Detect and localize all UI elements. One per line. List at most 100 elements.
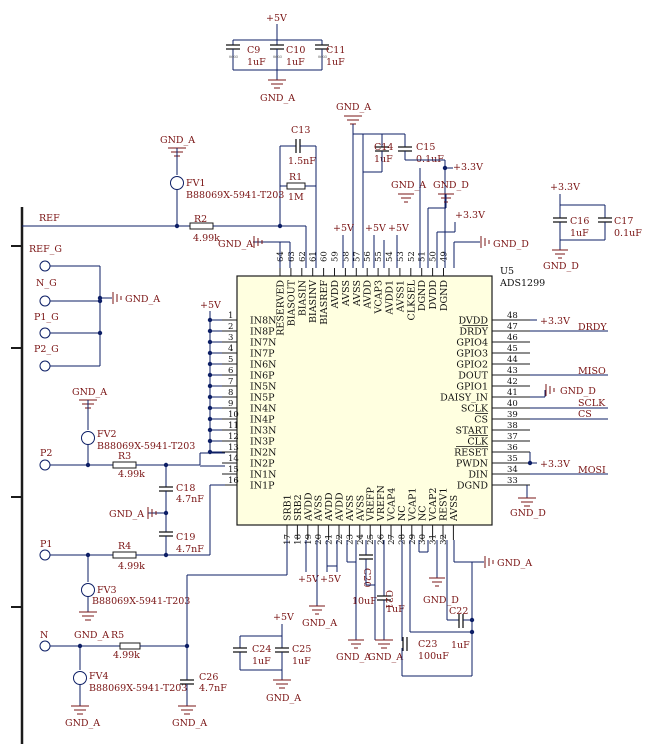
pin-srb1-bottom-name: SRB1 [283,494,294,521]
pin-54-number: 54 [385,251,395,262]
junction-dot [207,361,213,367]
pin-13-name: IN2N [250,448,276,459]
pin-51-number: 51 [418,251,428,262]
gnd-a-label-c24: GND_A [266,693,301,704]
unused-inputs-tied-5v: +5V [200,300,222,455]
pin-55-name: VCAP3 [374,280,385,314]
p1-terminal [39,549,51,561]
c17-ref: C17 [614,216,633,227]
p5v-label-pin56: +5V [365,223,386,234]
c17-value: 0.1uF [614,228,642,239]
cs-label: CS [578,409,592,420]
n-terminal [39,640,51,652]
p5v-label-left: +5V [200,300,221,311]
gnd-d-label-pin49: GND_D [493,239,529,250]
pin-15-name: IN1N [250,470,276,481]
p1-label: P1 [40,539,52,550]
c10-pkg: 0603 [273,55,282,59]
pin-53-number: 53 [396,251,406,262]
r3-ref: R3 [118,451,131,462]
c10-ref: C10 [286,45,305,56]
c23-value: 100uF [418,651,449,662]
pin-24-number: 24 [356,534,366,545]
c23-ref: C23 [418,639,437,650]
junction-dot [207,317,213,323]
pin-45-name: GPIO3 [456,349,488,360]
pin-avdd-bottom-name: AVDD [335,492,346,522]
pin-54-name: AVDD1 [385,280,396,316]
p5v-label-pin59: +5V [333,223,354,234]
p2-label: P2 [40,448,52,459]
pin-14-name: IN2P [250,459,275,470]
pin-avss-bottom-name: AVSS [449,495,460,522]
ic-bottom-pins: 17SRB118SRB219AVDD20AVSS21AVDD22AVDD23AV… [283,485,460,545]
pin-37-name: CLK [467,437,489,448]
pin-33-number: 33 [507,476,518,486]
pin-58-number: 58 [341,251,351,262]
pin-50-name: DVDD [428,280,439,310]
pin-avss-bottom-name: AVSS [345,495,356,522]
pin-37-number: 37 [507,432,518,442]
c13-ref: C13 [291,125,310,136]
pin-46-name: GPIO4 [456,338,488,349]
fv4-part: B88069X-5941-T203 [89,683,187,694]
junction-dot [207,339,213,345]
ic-right-pins: 48DVDD47DRDY46GPIO445GPIO344GPIO243DOUT4… [440,311,530,492]
gnd-a-label-fv2: GND_A [72,387,107,398]
r4-ref: R4 [118,541,131,552]
right-side-nets: +3.3V DRDY MISO GND_D SCLK CS +3.3V MOSI… [510,316,608,519]
pin-4-number: 4 [228,344,233,354]
pin-1-number: 1 [228,311,233,321]
pin-38-number: 38 [507,421,518,431]
gnd-a-label-pin52: GND_A [391,180,426,191]
pin-vcap2-bottom-name: VCAP2 [428,488,439,522]
c26-value: 4.7nF [199,683,227,694]
pin-44-number: 44 [507,355,518,365]
r5-value: 4.99k [113,650,140,661]
pin-27-number: 27 [387,534,397,545]
pin-avdd-bottom-name: AVDD [324,492,335,522]
pin-vcap4-bottom-name: VCAP4 [387,488,398,522]
pin-40-name: SCLK [461,404,489,415]
pin-34-number: 34 [507,465,518,475]
gnd-a-label-pin64: GND_A [218,239,253,250]
pin-63-number: 63 [287,251,297,262]
pin-4-name: IN7P [250,349,275,360]
pin-56-number: 56 [363,251,373,262]
pin-36-number: 36 [507,443,518,453]
pin-6-name: IN6P [250,371,275,382]
pin-nc-bottom-name: NC [397,505,408,521]
p2-g-label: P2_G [34,344,59,355]
c11-ref: C11 [326,45,345,56]
drdy-label: DRDY [578,322,607,333]
pin-32-number: 32 [439,534,449,545]
pin-19-number: 19 [304,534,314,545]
pin-38-name: START [455,426,488,437]
pin-44-name: GPIO2 [456,360,488,371]
pin-34-name: DIN [468,470,488,481]
pin-22-number: 22 [335,534,345,545]
c19-ref: C19 [176,532,195,543]
gnd-a-label-c26: GND_A [172,718,207,729]
p33v-label-pin50: +3.3V [455,210,485,221]
pin-36-name: RESET [454,448,489,459]
pin-55-number: 55 [374,251,384,262]
p2-input-network: GND_A FV2 B88069X-5941-T203 P2 R3 4.99k … [39,387,225,555]
pin-16-name: IN1P [250,481,275,492]
ic-u5-body [236,275,493,526]
pin-63-name: BIASOUT [286,279,297,326]
pin-57-number: 57 [352,251,362,262]
c11-value: 1uF [326,57,345,68]
sclk-label: SCLK [578,398,606,409]
pin-51-name: DGND [417,280,428,312]
decoupling-c16-c17: +3.3V C16 1uF C17 0.1uF GND_D [543,182,642,272]
ic-top-pins: 64RESERVED63BIASOUT62BIASIN61BIASINV60BI… [276,251,451,336]
pin-10-number: 10 [228,410,239,420]
pin-60-number: 60 [320,251,330,262]
r2-ref: R2 [194,214,207,225]
pin-35-name: PWDN [456,459,488,470]
gnd-a-label-g: GND_A [125,294,160,305]
c16-ref: C16 [570,216,589,227]
gnd-a-label-n: GND_A [74,630,109,641]
p33v-label-c16: +3.3V [550,182,580,193]
